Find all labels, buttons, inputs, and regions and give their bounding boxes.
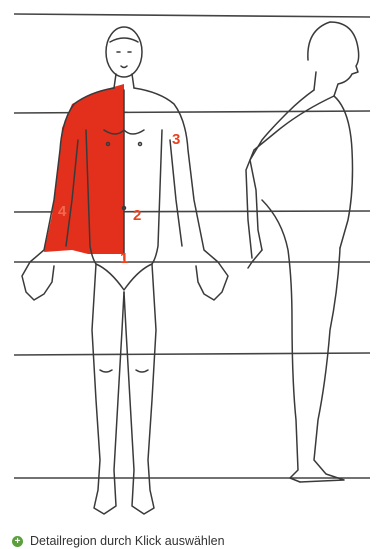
region-label-2[interactable]: 2: [133, 207, 141, 224]
hint-text: Detailregion durch Klick auswählen: [30, 534, 225, 548]
side-figure: [246, 22, 359, 482]
region-label-1[interactable]: 1: [120, 250, 128, 267]
front-figure: [22, 27, 228, 514]
region-label-4[interactable]: 4: [58, 203, 66, 220]
region-label-3[interactable]: 3: [172, 131, 180, 148]
plus-circle-icon: +: [12, 536, 23, 547]
body-region-4-selected[interactable]: [44, 84, 124, 254]
